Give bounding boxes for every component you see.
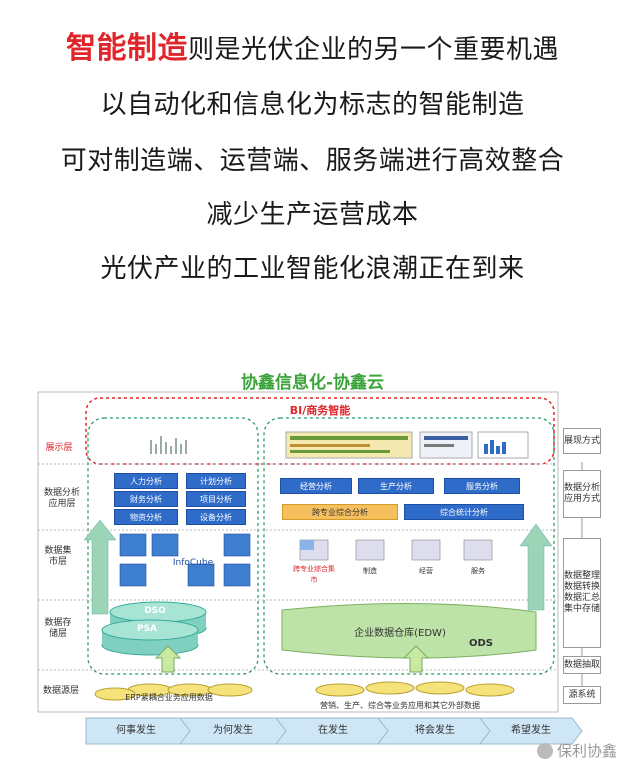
headline-line-1: 智能制造则是光伏企业的另一个重要机遇 xyxy=(0,31,625,66)
headline-line-3: 可对制造端、运营端、服务端进行高效整合 xyxy=(60,146,565,176)
analysis-plan: 计划分析 xyxy=(186,473,246,489)
mart-cross: 跨专业综合集市 xyxy=(293,565,335,584)
layer-source: 数据源层 xyxy=(42,686,79,696)
analysis-cross: 跨专业综合分析 xyxy=(282,504,398,520)
headline-line-2: 以自动化和信息化为标志的智能制造 xyxy=(100,90,525,120)
dso-label: DSO xyxy=(144,606,166,616)
watermark-text: 保利协鑫 xyxy=(556,742,617,760)
diagram-title: 协鑫信息化-协鑫云 xyxy=(240,373,385,393)
analysis-hr: 人力分析 xyxy=(114,473,178,489)
analysis-materials: 物资分析 xyxy=(114,509,178,525)
analysis-project: 项目分析 xyxy=(186,491,246,507)
layer-mart: 数据集市层 xyxy=(44,546,72,567)
right-extract: 数据抽取 xyxy=(563,656,601,674)
timeline-will: 将会发生 xyxy=(415,725,455,736)
right-analysis-mode: 数据分析应用方式 xyxy=(563,470,601,518)
layer-display: 展示层 xyxy=(45,443,73,453)
timeline-now: 在发生 xyxy=(318,725,348,736)
analysis-operation: 经营分析 xyxy=(280,478,352,494)
bi-label: BI/商务智能 xyxy=(289,404,351,417)
mart-service: 服务 xyxy=(471,567,485,575)
timeline-hope: 希望发生 xyxy=(511,725,551,736)
edw-label: 企业数据仓库(EDW) xyxy=(354,628,446,639)
mart-manufacturing: 制造 xyxy=(363,567,377,575)
watermark: 保利协鑫 xyxy=(536,740,617,761)
left-chart-thumbnail xyxy=(150,436,187,454)
headline-highlight: 智能制造 xyxy=(65,31,188,66)
ods-label: ODS xyxy=(468,638,493,649)
analysis-equipment: 设备分析 xyxy=(186,509,246,525)
mart-operation: 经营 xyxy=(419,567,433,575)
headline-line-5: 光伏产业的工业智能化浪潮正在到来 xyxy=(100,254,525,284)
headline-line1-rest: 则是光伏企业的另一个重要机遇 xyxy=(187,35,559,65)
layer-storage: 数据存储层 xyxy=(44,618,72,639)
timeline-why: 为何发生 xyxy=(213,725,253,736)
analysis-service: 服务分析 xyxy=(444,478,520,494)
wechat-icon xyxy=(536,742,553,759)
right-source-system: 源系统 xyxy=(563,686,601,704)
right-display-mode: 展现方式 xyxy=(563,428,601,454)
psa-label: PSA xyxy=(136,624,158,634)
right-source-label: 营销、生产、综合等业务应用和其它外部数据 xyxy=(320,701,480,710)
erp-source-label: ERP紧耦合业务应用数据 xyxy=(125,693,213,702)
right-process: 数据整理数据转换数据汇总集中存储 xyxy=(563,538,601,648)
timeline-what: 何事发生 xyxy=(116,725,156,736)
infocube-label: InfoCube xyxy=(172,558,214,568)
layer-analysis: 数据分析应用层 xyxy=(43,488,80,509)
analysis-integrated: 综合统计分析 xyxy=(404,504,524,520)
analysis-production: 生产分析 xyxy=(358,478,434,494)
headline-line-4: 减少生产运营成本 xyxy=(206,200,419,230)
analysis-finance: 财务分析 xyxy=(114,491,178,507)
